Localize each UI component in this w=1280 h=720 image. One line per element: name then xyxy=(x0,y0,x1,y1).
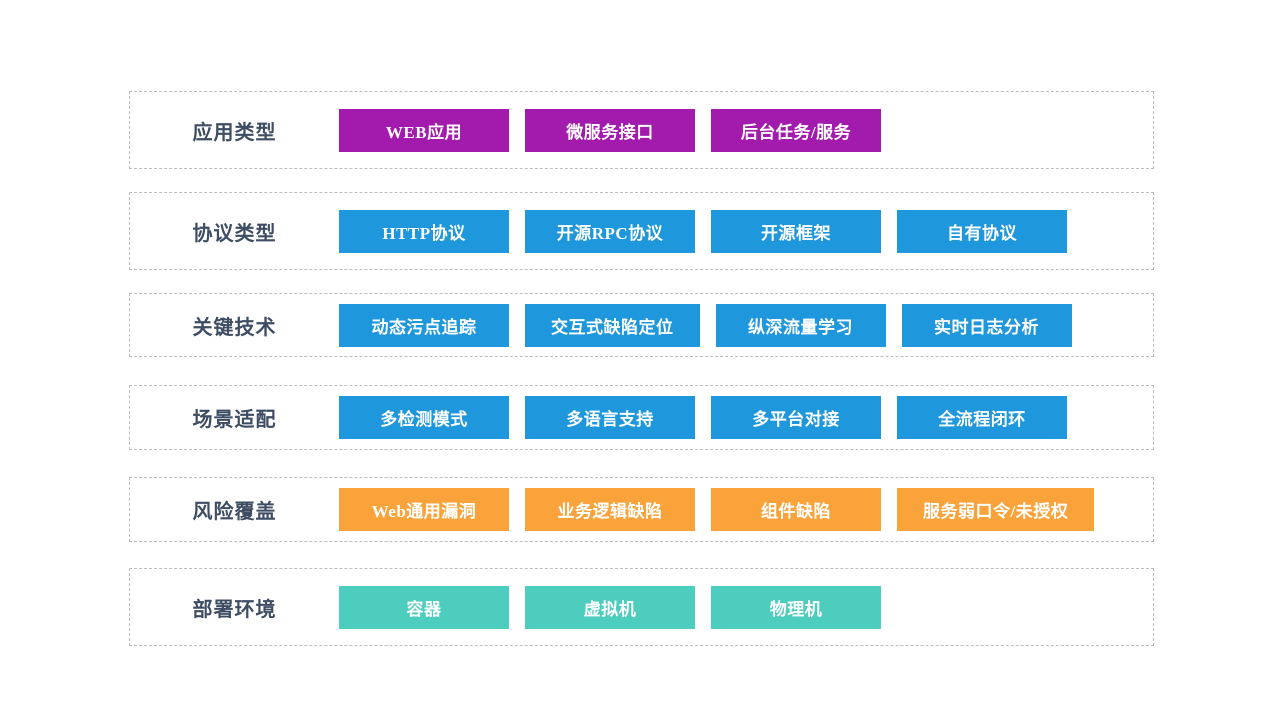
tag: 物理机 xyxy=(711,585,881,629)
tag: 自有协议 xyxy=(897,209,1067,253)
category-row-application-type: 应用类型 WEB应用微服务接口后台任务/服务 xyxy=(129,91,1154,169)
tag: 组件缺陷 xyxy=(711,488,881,531)
tag: 业务逻辑缺陷 xyxy=(525,488,695,531)
tag: 容器 xyxy=(339,585,509,629)
tag: 纵深流量学习 xyxy=(715,303,886,347)
tag: HTTP协议 xyxy=(339,209,509,253)
tag-list: 容器虚拟机物理机 xyxy=(339,585,881,629)
tag: 服务弱口令/未授权 xyxy=(897,488,1095,531)
tag: 虚拟机 xyxy=(525,585,695,629)
tag: WEB应用 xyxy=(339,108,509,152)
tag-list: Web通用漏洞业务逻辑缺陷组件缺陷服务弱口令/未授权 xyxy=(339,488,1095,531)
category-label: 部署环境 xyxy=(192,598,277,621)
tag: 开源RPC协议 xyxy=(525,209,695,253)
tag: 交互式缺陷定位 xyxy=(525,303,700,347)
tag-list: HTTP协议开源RPC协议开源框架自有协议 xyxy=(339,209,1067,253)
category-row-key-technology: 关键技术 动态污点追踪交互式缺陷定位纵深流量学习实时日志分析 xyxy=(129,293,1154,357)
tag-list: 动态污点追踪交互式缺陷定位纵深流量学习实时日志分析 xyxy=(339,303,1072,347)
tag: 多平台对接 xyxy=(711,396,881,439)
tag: Web通用漏洞 xyxy=(339,488,509,531)
category-label: 协议类型 xyxy=(192,222,277,245)
tag: 全流程闭环 xyxy=(897,396,1067,439)
category-label: 风险覆盖 xyxy=(192,501,277,523)
category-label: 应用类型 xyxy=(192,121,277,144)
tag: 动态污点追踪 xyxy=(339,303,509,347)
tag: 微服务接口 xyxy=(525,108,695,152)
category-label: 场景适配 xyxy=(192,409,277,431)
category-label: 关键技术 xyxy=(192,316,277,339)
tag: 后台任务/服务 xyxy=(711,108,881,152)
category-row-scenario-adaptation: 场景适配 多检测模式多语言支持多平台对接全流程闭环 xyxy=(129,385,1154,450)
tag-list: WEB应用微服务接口后台任务/服务 xyxy=(339,108,881,152)
tag: 多语言支持 xyxy=(525,396,695,439)
tag: 开源框架 xyxy=(711,209,881,253)
category-row-risk-coverage: 风险覆盖 Web通用漏洞业务逻辑缺陷组件缺陷服务弱口令/未授权 xyxy=(129,477,1154,542)
category-row-protocol-type: 协议类型 HTTP协议开源RPC协议开源框架自有协议 xyxy=(129,192,1154,270)
tag: 实时日志分析 xyxy=(901,303,1072,347)
category-row-deployment-environment: 部署环境 容器虚拟机物理机 xyxy=(129,568,1154,646)
tag: 多检测模式 xyxy=(339,396,509,439)
tag-list: 多检测模式多语言支持多平台对接全流程闭环 xyxy=(339,396,1067,439)
